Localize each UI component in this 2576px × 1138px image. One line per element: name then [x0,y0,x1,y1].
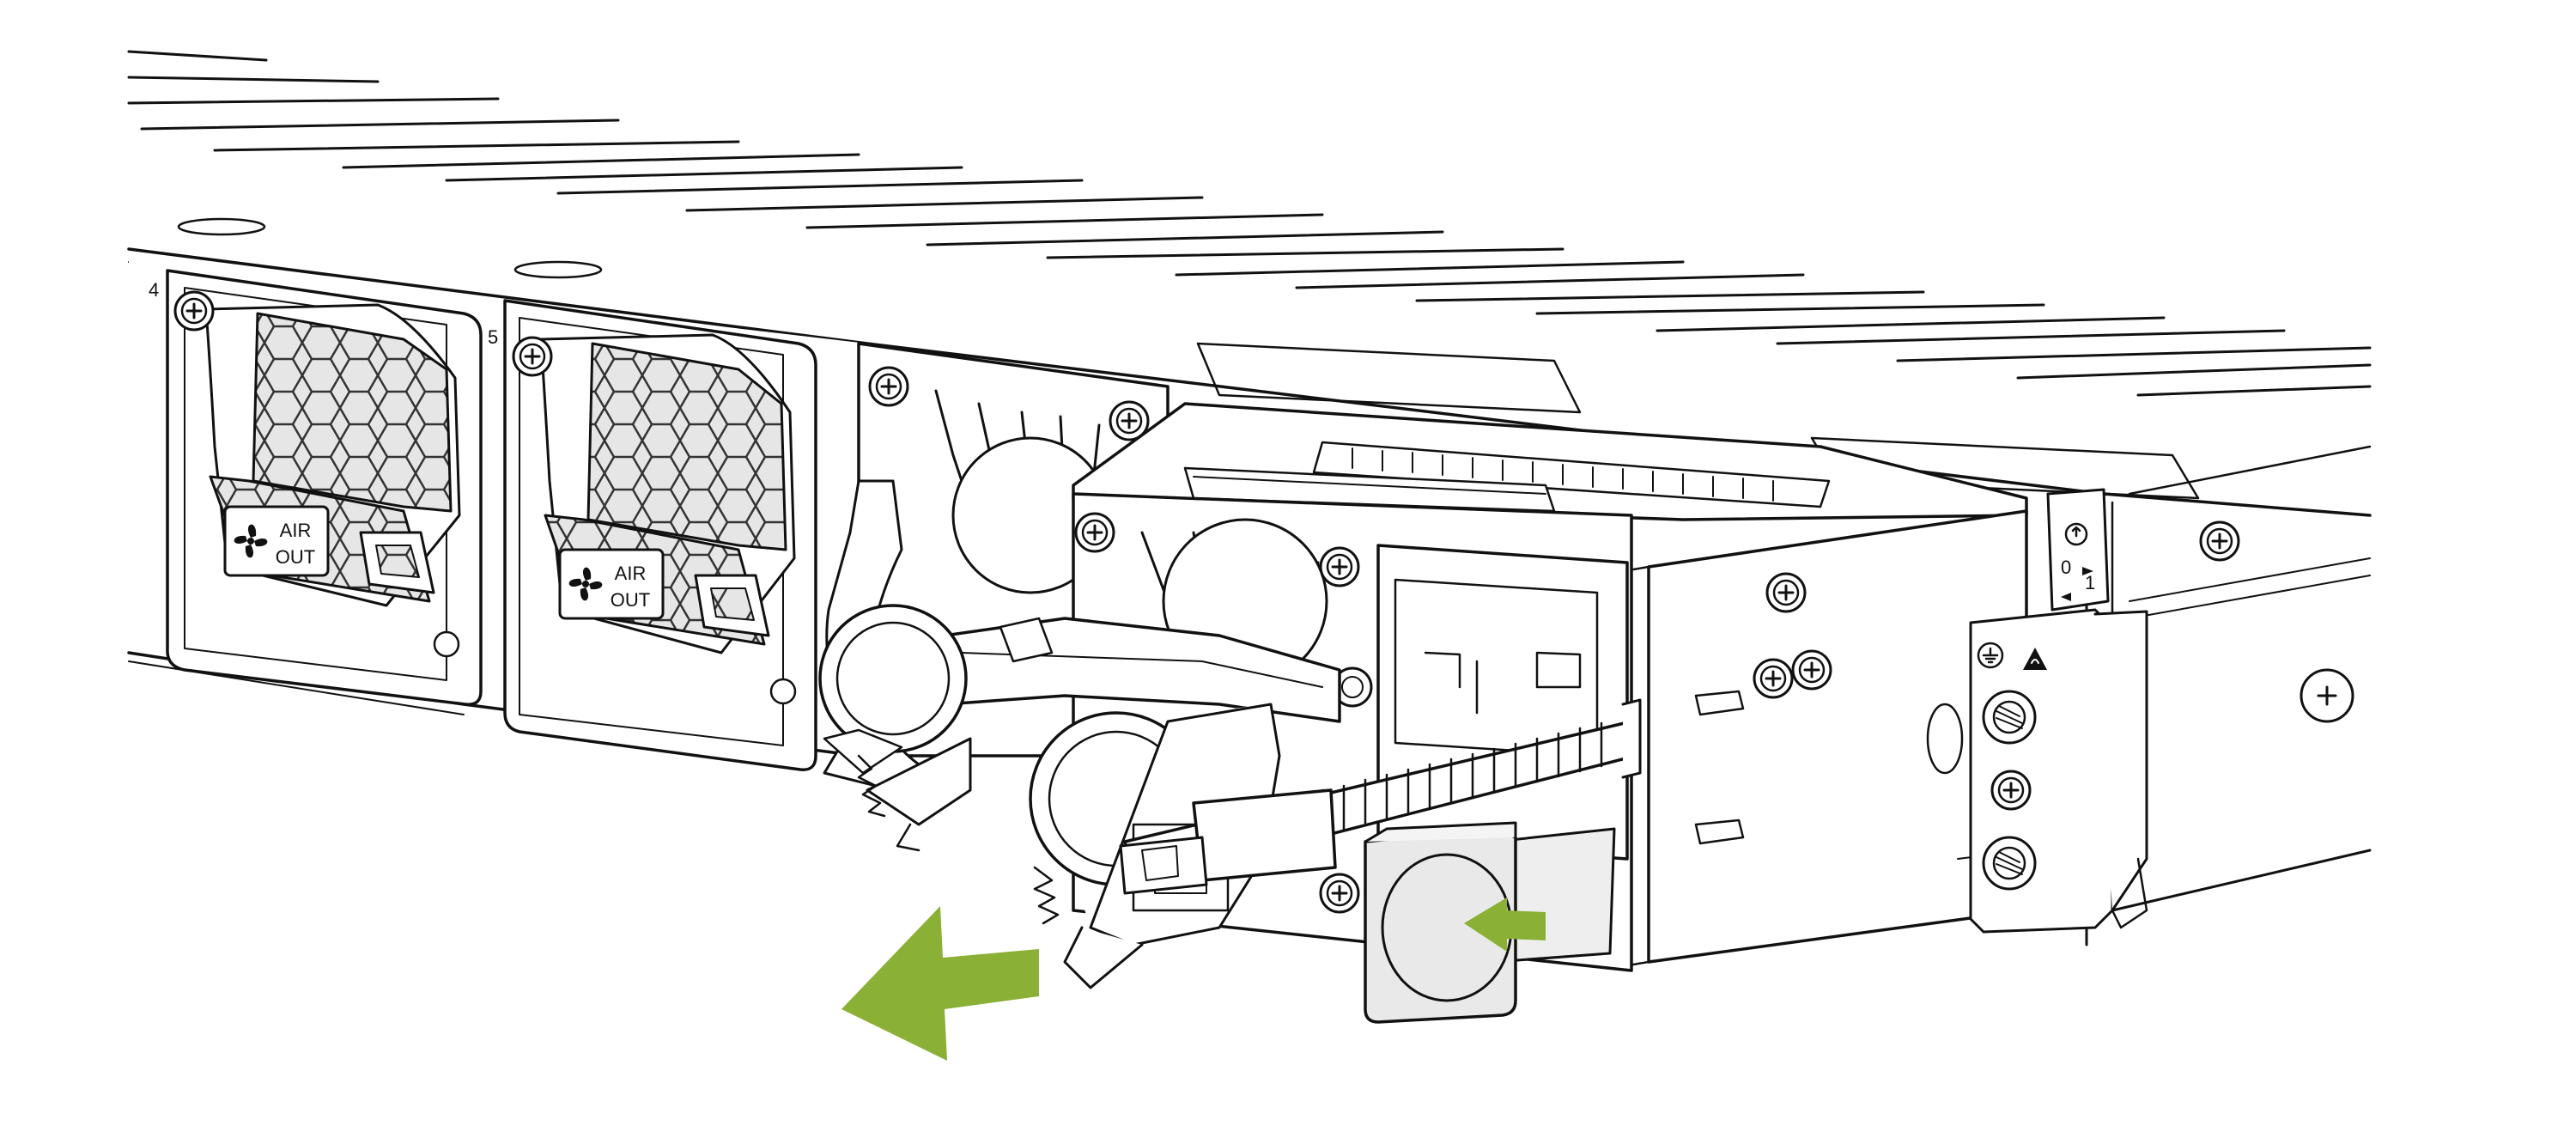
fan-5-airflow-line1: AIR [615,563,647,584]
psu-bay-screw [868,366,909,407]
psu-side-screw [1791,649,1832,691]
psu-side-screw [1753,658,1794,699]
fan-4-number: 4 [149,279,159,301]
chassis-top-cover [127,43,2372,532]
fan-5-number: 5 [488,326,498,348]
ground-panel-screw [1990,770,2032,811]
fan-4-status-led [433,630,460,658]
arrow-left-icon [841,906,1039,1061]
psu-front-screw [1319,546,1360,587]
chassis-screw-large [2300,668,2354,723]
grounding-panel [1969,608,2148,934]
fan-module-4[interactable]: AIR OUT 4 [149,269,483,706]
chassis-screw [2199,520,2240,562]
arrow-right-icon [1464,898,1546,952]
fan-module-5[interactable]: AIR OUT 5 [488,299,817,771]
fan-4-airflow-label [223,505,330,577]
power-icon [2064,522,2088,546]
power-switch[interactable]: 0 1 [2046,488,2110,612]
fan-5-airflow-line2: OUT [611,589,650,611]
psu-side-screw [1765,572,1807,613]
fan-5-status-led [769,678,797,705]
power-cord-retainer [818,479,1642,989]
fan-5-airflow-label [558,548,665,620]
ground-stud-lower [1982,836,2037,891]
top-cover-vent-slots [127,50,2372,397]
power-switch-off-label: 0 [2061,557,2071,578]
fan-4-airflow-line2: OUT [276,546,315,568]
fan-5-captive-screw[interactable] [512,336,553,377]
ground-stud-upper [1982,690,2037,745]
fan-icon [234,524,268,558]
top-cover-rivet [513,260,603,279]
top-cover-rivet [177,217,266,236]
fan-icon [568,567,603,601]
psu-front-screw [1319,873,1360,914]
fan-4-captive-screw[interactable] [173,290,215,332]
fan-4-airflow-line1: AIR [280,520,312,541]
esd-warning-icon [2023,648,2047,670]
power-switch-on-label: 1 [2085,572,2095,593]
psu-handle[interactable] [943,617,1341,723]
psu-front-screw [1074,512,1115,553]
ground-icon [1977,642,2004,669]
